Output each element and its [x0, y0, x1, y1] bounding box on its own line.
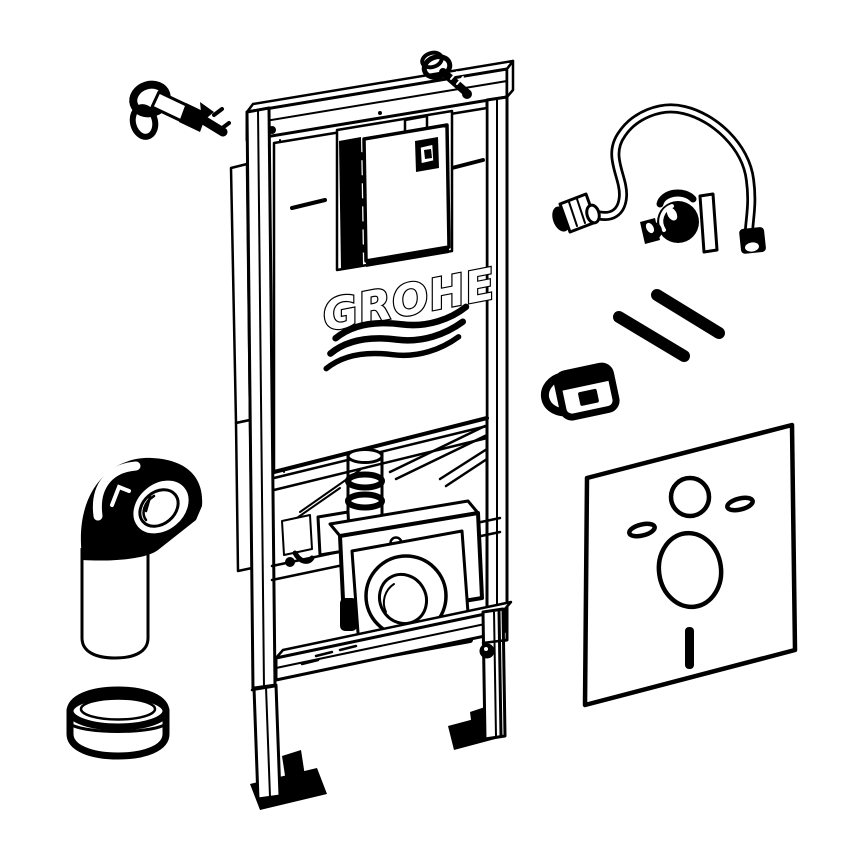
mounting-clip-icon	[540, 362, 620, 421]
flush-pipe-icon	[345, 448, 385, 528]
pipe-collar-icon	[66, 686, 170, 760]
hose-right-fitting-icon	[739, 227, 766, 254]
angle-valve-icon	[640, 189, 719, 254]
mat-upper-hole	[668, 475, 712, 519]
frame-bottom-rail-icon	[274, 600, 513, 682]
side-panel-strip-icon	[229, 162, 254, 573]
hose-left-fitting-icon	[552, 192, 601, 234]
installation-frame: GROHE	[229, 50, 515, 810]
sound-insulation-mat-icon	[582, 422, 798, 708]
inspection-box-icon	[335, 109, 454, 272]
mat-right-slot	[725, 495, 755, 513]
panel-dash-right	[450, 158, 485, 170]
threaded-rod-2	[651, 289, 725, 339]
cistern-cover-panel-icon: GROHE	[272, 106, 501, 474]
logo-wave-2	[327, 318, 466, 357]
threaded-rods-icon	[613, 289, 725, 362]
frame-right-leg-icon	[448, 607, 509, 750]
frame-top-bolt-icon	[420, 50, 472, 99]
logo-wave-1	[332, 303, 470, 342]
frame-right-upright-icon	[485, 95, 509, 645]
mat-lower-hole	[656, 530, 724, 610]
water-supply-hose-icon	[552, 103, 766, 254]
panel-dash-left	[290, 198, 327, 210]
drain-elbow-icon	[80, 457, 203, 660]
logo-wave-3	[323, 334, 462, 372]
mat-left-slot	[627, 521, 657, 539]
frame-left-leg-icon	[250, 683, 327, 810]
mat-bottom-bar	[685, 627, 694, 669]
threaded-rod-1	[613, 311, 690, 362]
wall-anchor-bolt-icon	[129, 80, 231, 140]
